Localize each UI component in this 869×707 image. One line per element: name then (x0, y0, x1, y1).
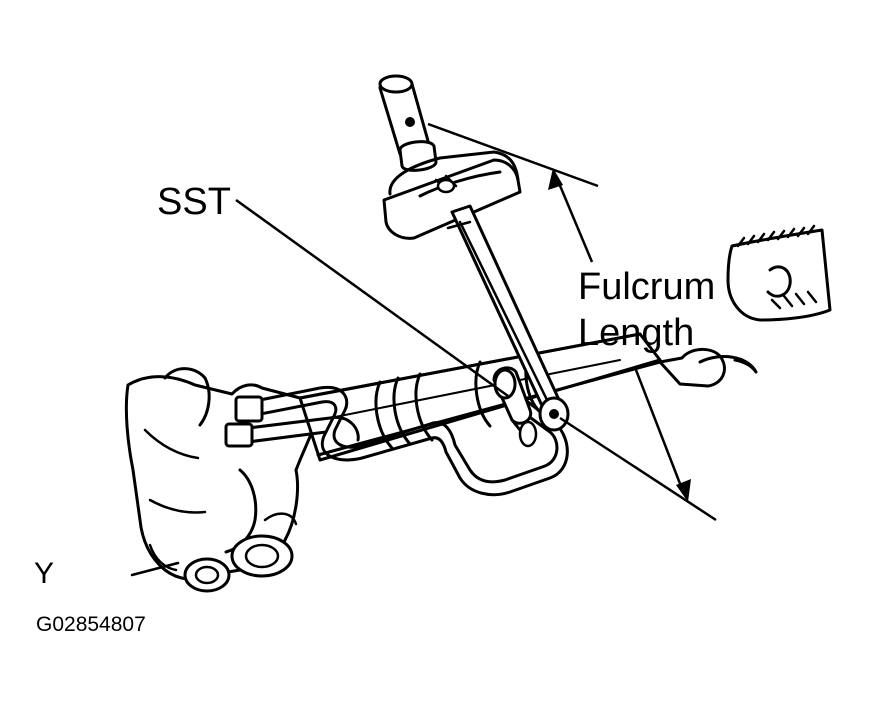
figure-code: G02854807 (36, 613, 146, 636)
gear-housing (124, 367, 320, 593)
hydraulic-pipes (224, 385, 569, 497)
fulcrum-label-line1: Fulcrum (578, 266, 715, 308)
corner-mark: Y (34, 557, 54, 590)
dimension-arrow-top-icon (548, 168, 563, 190)
sst-tool (378, 74, 570, 448)
sst-leader-line (235, 198, 509, 398)
fulcrum-label-line2: Length (578, 312, 694, 354)
tie-rod-boot (658, 224, 832, 388)
dimension-arrow-bottom-icon (676, 479, 691, 502)
sst-label: SST (157, 181, 231, 223)
fulcrum-length-dimension (427, 122, 717, 522)
